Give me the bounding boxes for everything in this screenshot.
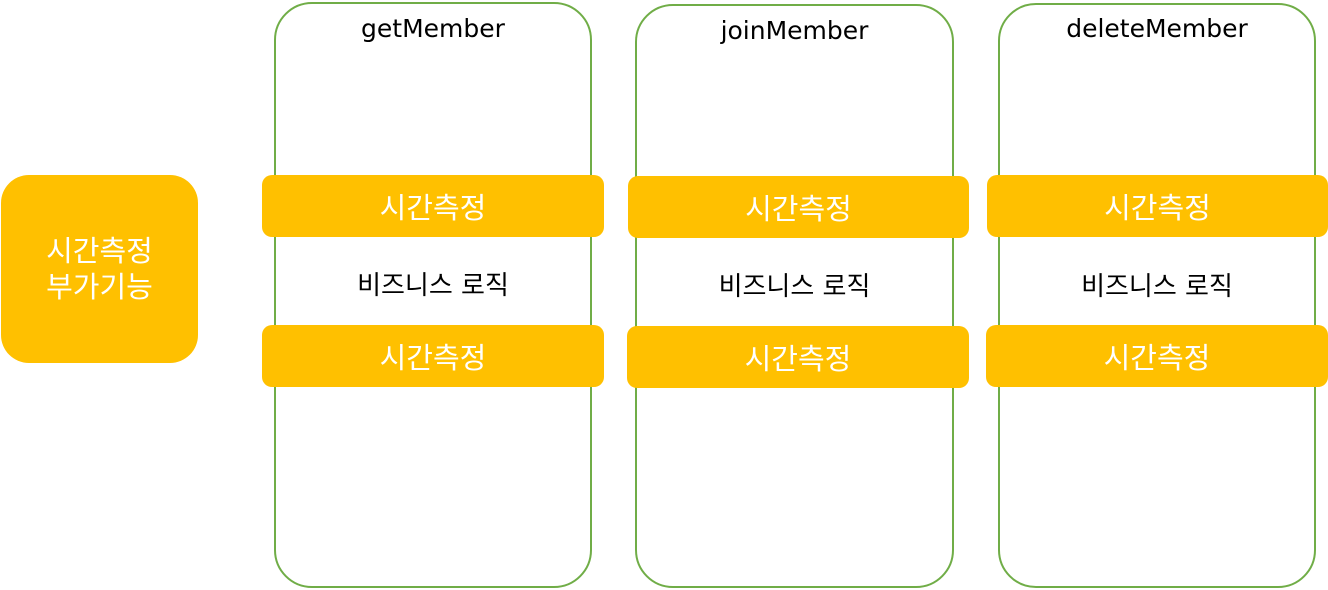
timing-after-deleteMember: 시간측정 (986, 325, 1328, 387)
timing-label: 시간측정 (1104, 191, 1211, 225)
timing-label: 시간측정 (379, 341, 487, 375)
timing-label: 시간측정 (744, 342, 852, 376)
aspect-label-line2: 부가기능 (46, 270, 153, 304)
method-title: getMember (361, 14, 505, 43)
timing-before-getMember: 시간측정 (262, 175, 604, 237)
business-logic-getMember: 비즈니스 로직 (357, 271, 509, 301)
method-title: joinMember (720, 16, 869, 45)
timing-after-joinMember: 시간측정 (627, 326, 969, 388)
timing-aspect-box: 시간측정 부가기능 (1, 175, 198, 363)
timing-label: 시간측정 (379, 191, 487, 225)
aspect-label-line1: 시간측정 (46, 234, 153, 268)
method-box-joinMember: joinMember (635, 4, 954, 588)
timing-after-getMember: 시간측정 (262, 325, 604, 387)
timing-label: 시간측정 (745, 192, 852, 226)
method-box-deleteMember: deleteMember (998, 3, 1316, 588)
business-logic-deleteMember: 비즈니스 로직 (1081, 272, 1233, 302)
timing-before-joinMember: 시간측정 (628, 176, 969, 238)
method-box-getMember: getMember (274, 2, 592, 588)
business-logic-joinMember: 비즈니스 로직 (718, 272, 871, 302)
timing-before-deleteMember: 시간측정 (987, 175, 1328, 237)
timing-label: 시간측정 (1103, 341, 1211, 375)
method-title: deleteMember (1066, 14, 1248, 43)
